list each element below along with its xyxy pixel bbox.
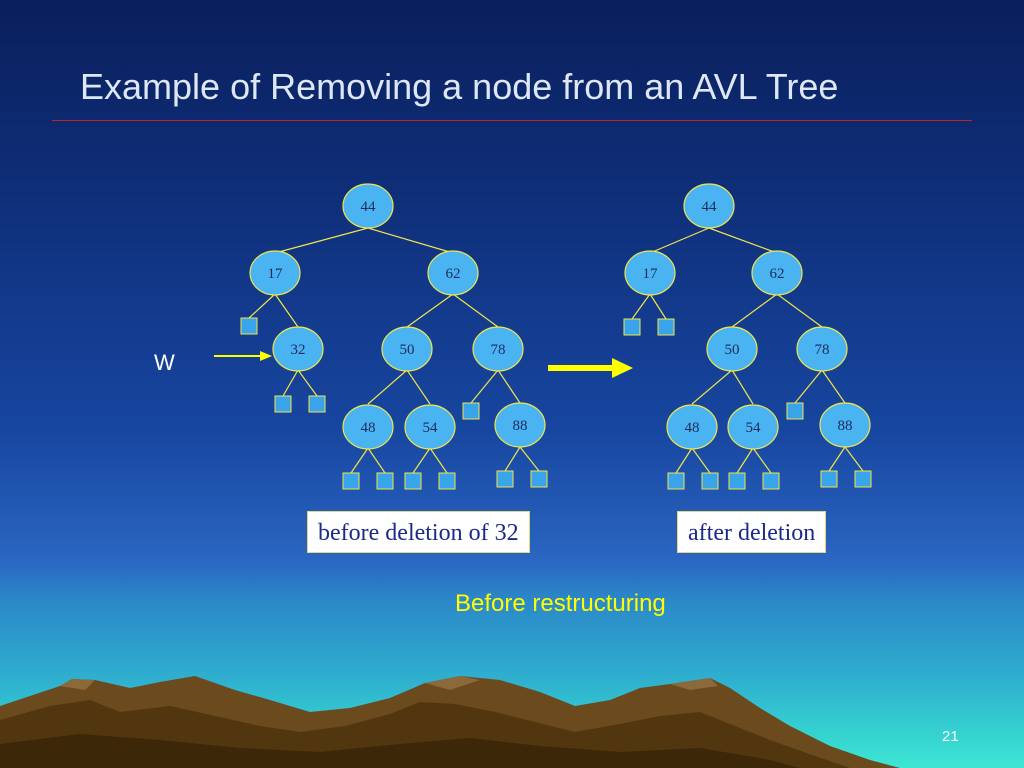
leaf-node xyxy=(667,472,685,490)
leaf-node xyxy=(438,472,456,490)
svg-text:32: 32 xyxy=(291,342,306,358)
tree-node: 50 xyxy=(706,326,758,372)
svg-text:48: 48 xyxy=(685,420,700,436)
svg-text:48: 48 xyxy=(361,420,376,436)
pointer-label: W xyxy=(154,350,175,375)
leaf-node xyxy=(240,317,258,335)
svg-text:88: 88 xyxy=(838,418,853,434)
slide-subtitle: Before restructuring xyxy=(455,590,666,617)
leaf-node xyxy=(342,472,360,490)
leaf-node xyxy=(820,470,838,488)
page-number: 21 xyxy=(942,728,959,745)
tree-node: 62 xyxy=(427,250,479,296)
svg-text:54: 54 xyxy=(746,420,762,436)
leaf-node xyxy=(623,318,641,336)
after-caption: after deletion xyxy=(677,511,827,553)
leaf-node xyxy=(530,470,548,488)
svg-text:62: 62 xyxy=(770,266,785,282)
leaf-node xyxy=(786,402,804,420)
tree-node: 88 xyxy=(494,402,546,448)
mountain-range xyxy=(0,676,900,768)
svg-text:44: 44 xyxy=(702,199,718,215)
svg-text:88: 88 xyxy=(513,418,528,434)
svg-text:17: 17 xyxy=(268,266,284,282)
tree-nodes: 44 17 62 32 50 78 48 54 88 xyxy=(249,183,546,450)
svg-text:50: 50 xyxy=(400,342,415,358)
tree-node: 44 xyxy=(683,183,735,229)
svg-text:78: 78 xyxy=(491,342,506,358)
tree-leaves xyxy=(623,318,872,490)
svg-text:44: 44 xyxy=(361,199,377,215)
tree-edges xyxy=(631,227,864,474)
tree-edges xyxy=(248,227,540,474)
tree-node: 54 xyxy=(727,404,779,450)
pointer-arrow-icon xyxy=(214,351,272,361)
transition-arrow-icon xyxy=(548,358,633,378)
tree-node: 54 xyxy=(404,404,456,450)
svg-text:62: 62 xyxy=(446,266,461,282)
leaf-node xyxy=(376,472,394,490)
leaf-node xyxy=(496,470,514,488)
svg-text:17: 17 xyxy=(643,266,659,282)
tree-node: 48 xyxy=(342,404,394,450)
leaf-node xyxy=(854,470,872,488)
tree-node: 50 xyxy=(381,326,433,372)
leaf-node xyxy=(274,395,292,413)
svg-text:78: 78 xyxy=(815,342,830,358)
svg-text:50: 50 xyxy=(725,342,740,358)
tree-node: 17 xyxy=(624,250,676,296)
tree-nodes: 44 17 62 50 78 48 54 88 xyxy=(624,183,871,450)
after-tree: 44 17 62 50 78 48 54 88 xyxy=(623,183,872,490)
tree-node: 78 xyxy=(796,326,848,372)
tree-node: 17 xyxy=(249,250,301,296)
tree-leaves xyxy=(240,317,548,490)
tree-node-deleted: 32 xyxy=(272,326,324,372)
before-tree: 44 17 62 32 50 78 48 54 88 xyxy=(240,183,548,490)
before-caption: before deletion of 32 xyxy=(307,511,530,553)
tree-node: 78 xyxy=(472,326,524,372)
leaf-node xyxy=(701,472,719,490)
leaf-node xyxy=(404,472,422,490)
leaf-node xyxy=(762,472,780,490)
leaf-node xyxy=(728,472,746,490)
leaf-node xyxy=(462,402,480,420)
svg-text:54: 54 xyxy=(423,420,439,436)
tree-node: 62 xyxy=(751,250,803,296)
tree-node: 88 xyxy=(819,402,871,448)
leaf-node xyxy=(657,318,675,336)
slide-title: Example of Removing a node from an AVL T… xyxy=(80,66,839,107)
title-divider xyxy=(52,120,972,121)
tree-node: 44 xyxy=(342,183,394,229)
tree-node: 48 xyxy=(666,404,718,450)
leaf-node xyxy=(308,395,326,413)
